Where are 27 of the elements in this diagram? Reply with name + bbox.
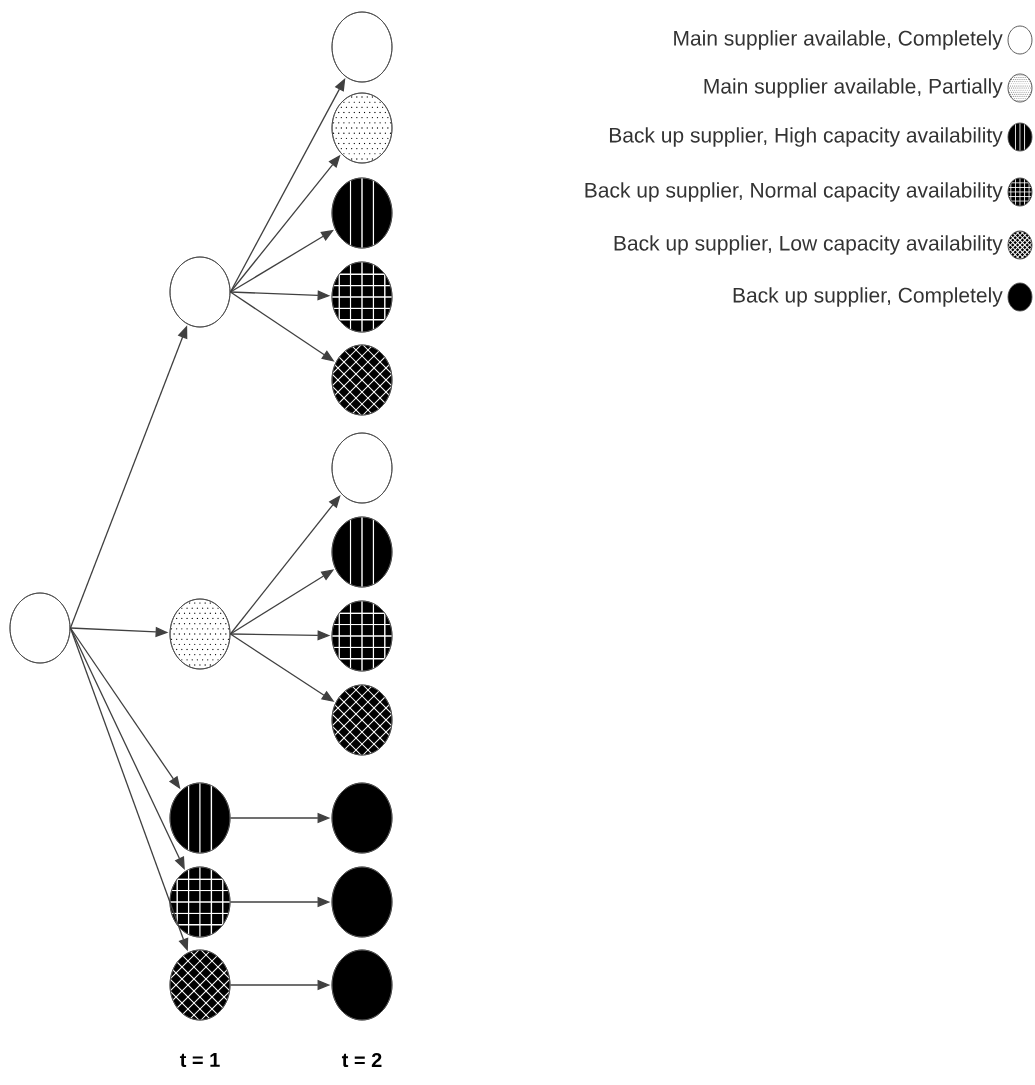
state-circle (169, 866, 231, 938)
state-circle (331, 782, 393, 854)
state-circle (331, 92, 393, 164)
legend-text: Back up supplier, Completely (733, 287, 1003, 307)
time-label: t = 1 (179, 1053, 220, 1067)
state-circle (169, 598, 231, 670)
state-circle (331, 177, 393, 249)
state-circle (331, 344, 393, 416)
state-circle (169, 256, 231, 328)
state-circle (331, 866, 393, 938)
arrow (229, 78, 346, 293)
state-circle (169, 949, 231, 1021)
state-circle (331, 261, 393, 333)
state-circle (331, 949, 393, 1021)
state-circle (9, 592, 71, 664)
state-circle (331, 11, 393, 83)
legend-text: Main supplier available, Completely (674, 30, 1003, 50)
state-circle (331, 684, 393, 756)
legend-text: Back up supplier, Low capacity availability (614, 235, 1003, 255)
legend-text: Main supplier available, Partially (704, 78, 1003, 98)
legend-text: Back up supplier, High capacity availability (610, 127, 1003, 147)
time-label: t = 2 (341, 1052, 382, 1068)
state-circle (331, 600, 393, 672)
state-circle (169, 782, 231, 854)
state-circle (331, 432, 393, 504)
state-circle (331, 516, 393, 588)
legend-text: Back up supplier, Normal capacity availability (585, 182, 1003, 202)
